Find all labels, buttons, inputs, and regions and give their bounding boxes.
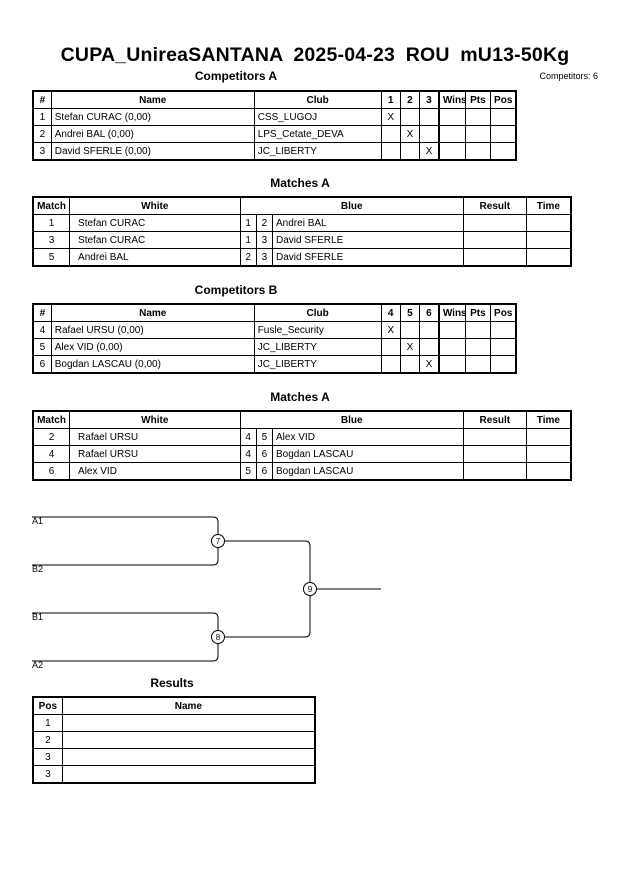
table-header-row: Match White Blue Result Time xyxy=(32,410,572,429)
table-row: 3 xyxy=(32,765,316,784)
pool-b-table: # Name Club 4 5 6 Wins Pts Pos 4 Rafael … xyxy=(32,303,517,374)
competitors-count: Competitors: 6 xyxy=(539,71,598,81)
bracket-line xyxy=(32,516,219,566)
result-position: 3 xyxy=(32,748,63,766)
bracket-label: B1 xyxy=(32,612,44,622)
result-cell xyxy=(462,445,527,463)
table-row: 5 Andrei BAL 2 3 David SFERLE xyxy=(32,248,572,267)
white-competitor: Andrei BAL xyxy=(69,248,241,267)
wins-cell xyxy=(437,338,466,356)
table-row: 2 xyxy=(32,731,316,749)
pos-cell xyxy=(490,355,517,374)
white-number: 1 xyxy=(239,231,257,249)
blue-number: 6 xyxy=(255,462,274,481)
bracket-label: A2 xyxy=(32,660,44,670)
table-row: 6 Bogdan LASCAU (0,00) JC_LIBERTY X xyxy=(32,355,517,374)
match-node-label: 8 xyxy=(216,633,221,642)
pos-cell xyxy=(490,142,517,161)
pos-cell xyxy=(490,125,517,143)
bracket-line xyxy=(32,612,219,662)
competitor-name: Alex VID (0,00) xyxy=(50,338,255,356)
match-node xyxy=(211,534,225,548)
column-header: Pos xyxy=(32,696,63,715)
result-position: 1 xyxy=(32,714,63,732)
table-row: 5 Alex VID (0,00) JC_LIBERTY X xyxy=(32,338,517,356)
competitor-name: Bogdan LASCAU (0,00) xyxy=(50,355,255,374)
column-header: Wins xyxy=(437,90,466,109)
table-row: 1 Stefan CURAC 1 2 Andrei BAL xyxy=(32,214,572,232)
matches-b-title: Matches A xyxy=(270,390,330,404)
table-row: 4 Rafael URSU (0,00) Fusle_Security X xyxy=(32,321,517,339)
white-competitor: Stefan CURAC xyxy=(69,231,241,249)
bracket-label: A1 xyxy=(32,516,44,526)
match-number: 6 xyxy=(32,462,71,481)
blue-number: 6 xyxy=(255,445,274,463)
result-cell xyxy=(462,231,527,249)
blue-competitor: Bogdan LASCAU xyxy=(272,445,464,463)
bracket-line xyxy=(225,540,311,638)
results-table: Pos Name 1 2 3 3 xyxy=(32,696,316,784)
result-cell xyxy=(462,462,527,481)
pool-a-title: Competitors A xyxy=(194,69,278,83)
table-header-row: Pos Name xyxy=(32,696,316,715)
table-row: 6 Alex VID 5 6 Bogdan LASCAU xyxy=(32,462,572,481)
blue-competitor: David SFERLE xyxy=(272,248,464,267)
table-row: 1 xyxy=(32,714,316,732)
pool-a-table: # Name Club 1 2 3 Wins Pts Pos 1 Stefan … xyxy=(32,90,517,161)
competitor-number: 2 xyxy=(32,125,52,143)
time-cell xyxy=(525,462,572,481)
white-competitor: Rafael URSU xyxy=(69,445,241,463)
self-mark: X xyxy=(419,355,440,374)
competitor-number: 3 xyxy=(32,142,52,161)
time-cell xyxy=(525,445,572,463)
match-node xyxy=(303,582,317,596)
result-position: 2 xyxy=(32,731,63,749)
table-row: 1 Stefan CURAC (0,00) CSS_LUGOJ X xyxy=(32,108,517,126)
result-name xyxy=(61,748,316,766)
table-row: 4 Rafael URSU 4 6 Bogdan LASCAU xyxy=(32,445,572,463)
match-node-label: 7 xyxy=(216,537,221,546)
matches-b-table: Match White Blue Result Time 2 Rafael UR… xyxy=(32,410,572,481)
blue-number: 3 xyxy=(255,231,274,249)
page-title: CUPA_UnireaSANTANA 2025-04-23 ROU mU13-5… xyxy=(60,44,570,66)
wins-cell xyxy=(437,142,466,161)
table-row: 3 Stefan CURAC 1 3 David SFERLE xyxy=(32,231,572,249)
time-cell xyxy=(525,248,572,267)
competitor-name: David SFERLE (0,00) xyxy=(50,142,255,161)
bracket-label: B2 xyxy=(32,564,44,574)
competitor-number: 6 xyxy=(32,355,52,374)
wins-cell xyxy=(437,125,466,143)
result-cell xyxy=(462,248,527,267)
result-name xyxy=(61,765,316,784)
table-row: 3 xyxy=(32,748,316,766)
result-name xyxy=(61,731,316,749)
competitor-club: JC_LIBERTY xyxy=(253,338,382,356)
blue-competitor: Bogdan LASCAU xyxy=(272,462,464,481)
results-title: Results xyxy=(150,676,194,690)
match-node xyxy=(211,630,225,644)
result-name xyxy=(61,714,316,732)
matches-a-table: Match White Blue Result Time 1 Stefan CU… xyxy=(32,196,572,267)
column-header: # xyxy=(32,90,52,109)
pos-cell xyxy=(490,338,517,356)
competitor-club: LPS_Cetate_DEVA xyxy=(253,125,382,143)
table-row: 2 Andrei BAL (0,00) LPS_Cetate_DEVA X xyxy=(32,125,517,143)
table-row: 3 David SFERLE (0,00) JC_LIBERTY X xyxy=(32,142,517,161)
matches-a-title: Matches A xyxy=(270,176,330,190)
table-row: 2 Rafael URSU 4 5 Alex VID xyxy=(32,428,572,446)
time-cell xyxy=(525,231,572,249)
result-position: 3 xyxy=(32,765,63,784)
blue-competitor: David SFERLE xyxy=(272,231,464,249)
column-header: Name xyxy=(61,696,316,715)
match-node-label: 9 xyxy=(308,585,313,594)
blue-number: 3 xyxy=(255,248,274,267)
competitor-name: Andrei BAL (0,00) xyxy=(50,125,255,143)
competitor-number: 5 xyxy=(32,338,52,356)
pool-b-title: Competitors B xyxy=(194,283,278,297)
wins-cell xyxy=(437,355,466,374)
